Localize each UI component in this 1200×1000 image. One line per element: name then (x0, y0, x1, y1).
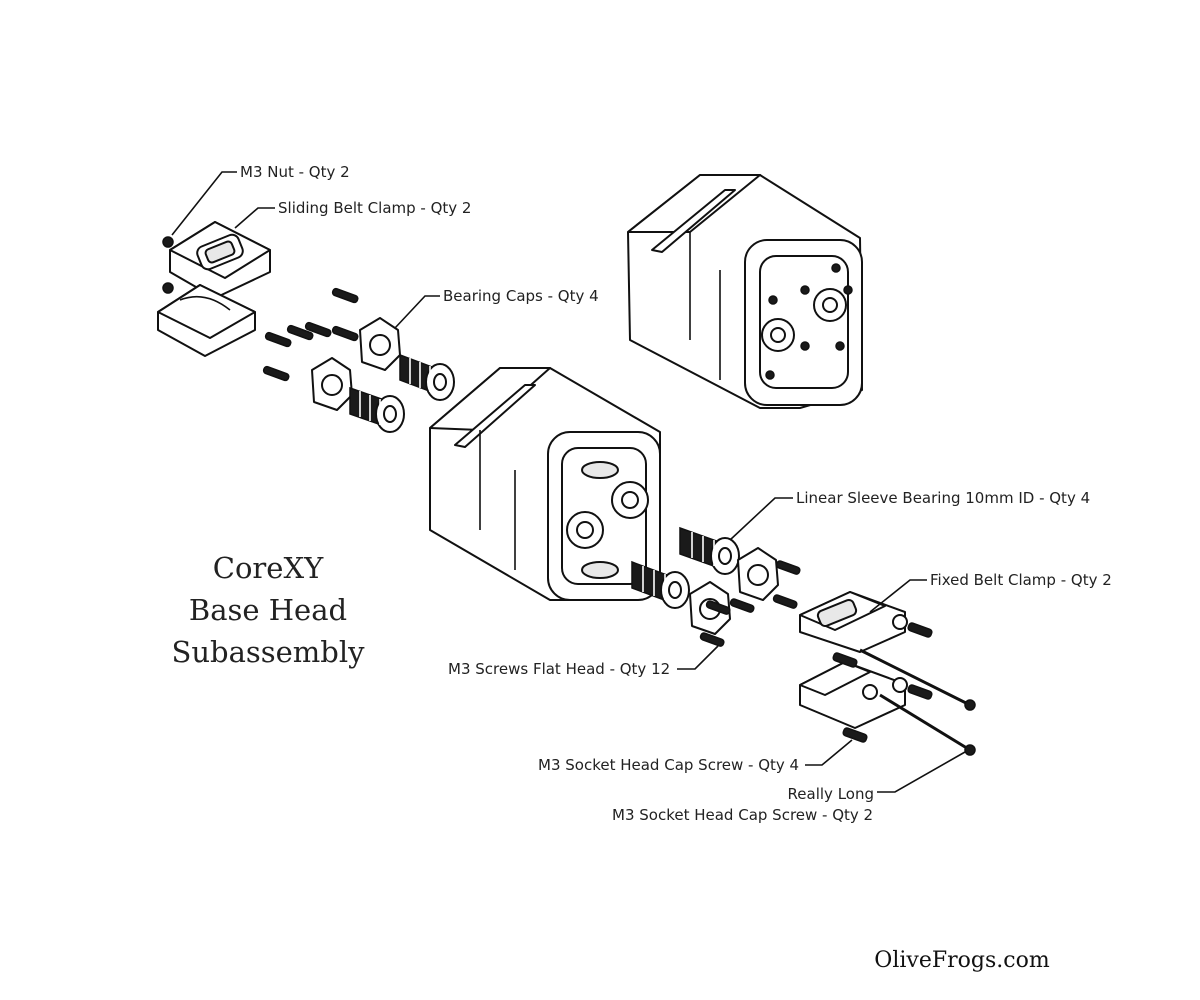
label-fixed-belt-clamp: Fixed Belt Clamp - Qty 2 (930, 571, 1112, 589)
linear-bearings-left (349, 353, 455, 433)
title-line-1: CoreXY (213, 551, 324, 585)
front-head-block (429, 367, 661, 601)
label-really-long-1: Really Long (788, 785, 874, 803)
label-sliding-belt-clamp: Sliding Belt Clamp - Qty 2 (278, 199, 471, 217)
title-line-3: Subassembly (171, 635, 365, 669)
fixed-belt-clamp-upper (799, 591, 908, 653)
flat-head-screws-right (699, 560, 801, 647)
title-line-2: Base Head (189, 593, 347, 627)
leader-lines (171, 171, 966, 793)
m3-nuts (162, 236, 174, 294)
label-m3-socket-head: M3 Socket Head Cap Screw - Qty 4 (538, 756, 799, 774)
fixed-belt-clamp-lower (799, 661, 908, 729)
socket-head-screws (832, 622, 933, 743)
label-bearing-caps: Bearing Caps - Qty 4 (443, 287, 599, 305)
label-really-long-2: M3 Socket Head Cap Screw - Qty 2 (612, 806, 873, 824)
bearing-caps-left (311, 317, 401, 411)
flat-head-screws-left (262, 287, 359, 382)
really-long-socket-head-screws (859, 648, 976, 756)
linear-bearings-right (631, 526, 740, 609)
label-m3-screws-flat-head: M3 Screws Flat Head - Qty 12 (448, 660, 670, 678)
label-m3-nut: M3 Nut - Qty 2 (240, 163, 350, 181)
rear-head-block (627, 174, 863, 409)
label-linear-sleeve-bearing: Linear Sleeve Bearing 10mm ID - Qty 4 (796, 489, 1090, 507)
sliding-belt-clamp-lower (157, 284, 256, 357)
brand-watermark: OliveFrogs.com (874, 948, 1050, 973)
sliding-belt-clamp-upper (169, 221, 271, 299)
